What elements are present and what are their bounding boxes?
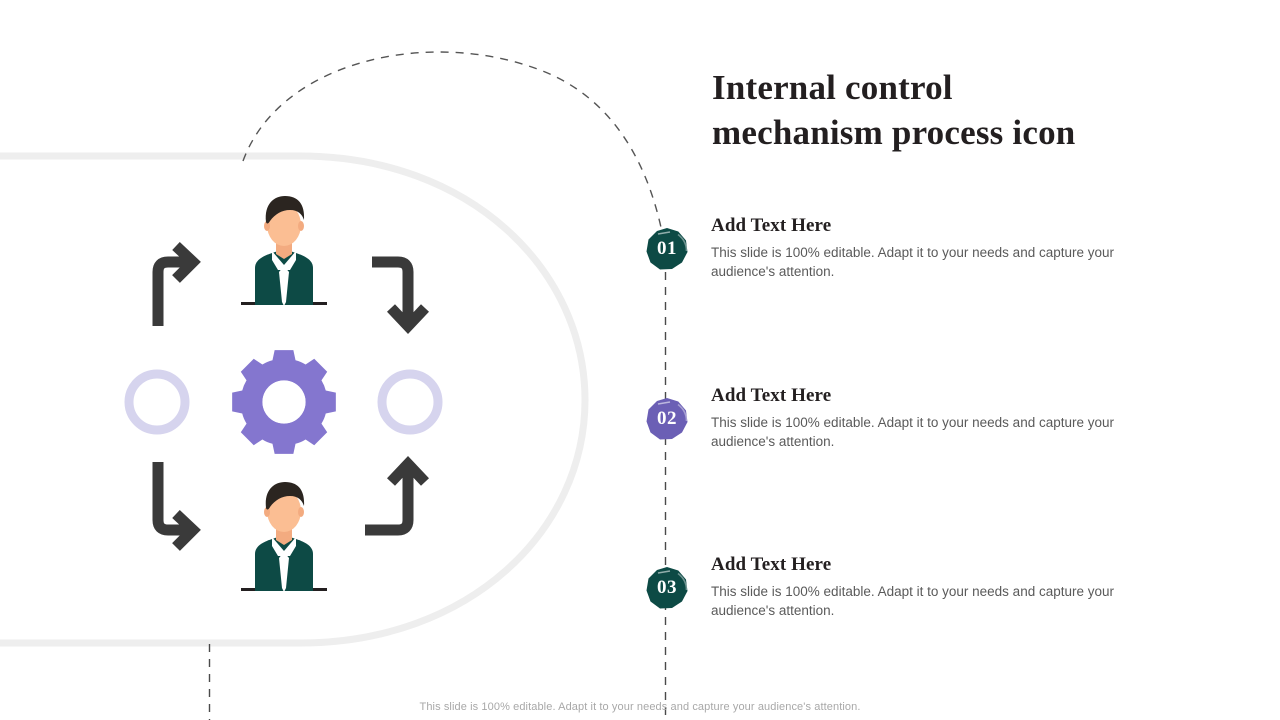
- status-badge[interactable]: 02: [645, 397, 689, 441]
- page-title-line-2: mechanism process icon: [712, 113, 1076, 152]
- arrow-right-up-icon: [365, 455, 429, 536]
- page-title: Internal control mechanism process icon: [712, 65, 1232, 155]
- slide-footer-note: This slide is 100% editable. Adapt it to…: [419, 701, 861, 713]
- arrow-down-right-icon: [152, 462, 201, 551]
- status-badge[interactable]: 03: [645, 566, 689, 610]
- step-text-block: Add Text Here This slide is 100% editabl…: [711, 215, 1161, 281]
- process-cycle-illustration: [100, 190, 470, 610]
- badge-shape-icon: [646, 398, 688, 440]
- gear-icon: [232, 350, 336, 454]
- arrow-right-down-icon: [372, 256, 429, 335]
- dashed-arc-connector: [242, 51, 663, 233]
- list-item[interactable]: 01 Add Text Here This slide is 100% edit…: [640, 215, 1240, 335]
- step-heading: Add Text Here: [711, 385, 832, 406]
- businessman-avatar-icon-top: [241, 196, 327, 306]
- page-title-line-1: Internal control: [712, 68, 953, 107]
- badge-shape-icon: [646, 228, 688, 270]
- badge-number: 03: [657, 577, 677, 598]
- list-item[interactable]: 02 Add Text Here This slide is 100% edit…: [640, 385, 1240, 505]
- status-badge[interactable]: 01: [645, 227, 689, 271]
- badge-number: 02: [657, 408, 677, 429]
- step-description: This slide is 100% editable. Adapt it to…: [711, 415, 1114, 449]
- step-description: This slide is 100% editable. Adapt it to…: [711, 584, 1114, 618]
- ring-circle-icon-left: [124, 369, 190, 435]
- step-text-block: Add Text Here This slide is 100% editabl…: [711, 385, 1161, 451]
- right-content-panel: Internal control mechanism process icon …: [640, 55, 1240, 675]
- businessman-avatar-icon-bottom: [241, 482, 327, 592]
- badge-number: 01: [657, 238, 677, 259]
- step-heading: Add Text Here: [711, 215, 832, 236]
- badge-shape-icon: [646, 567, 688, 609]
- arrow-up-right-icon: [152, 241, 201, 326]
- background-blob-outline: [0, 152, 589, 647]
- step-heading: Add Text Here: [711, 554, 832, 575]
- list-item[interactable]: 03 Add Text Here This slide is 100% edit…: [640, 554, 1240, 674]
- step-text-block: Add Text Here This slide is 100% editabl…: [711, 554, 1161, 620]
- ring-circle-icon-right: [377, 369, 443, 435]
- step-description: This slide is 100% editable. Adapt it to…: [711, 245, 1114, 279]
